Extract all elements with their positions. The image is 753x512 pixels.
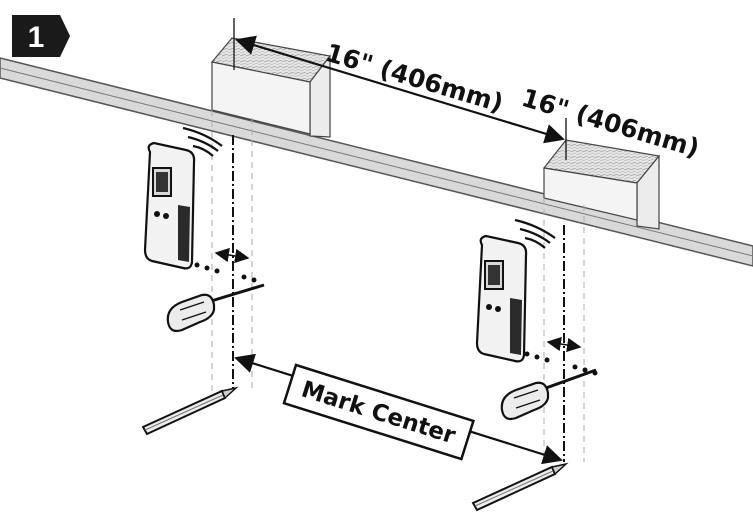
svg-text:16" (406mm): 16" (406mm): [322, 38, 506, 118]
spacing-label-a: 16" (406mm): [322, 38, 506, 118]
stud-finder-left: [143, 126, 223, 270]
edge-arrows-left: [194, 247, 257, 283]
pencil-left-icon: [141, 386, 239, 436]
pencil-right-icon: [471, 462, 569, 512]
top-plate: [0, 57, 753, 267]
screwdriver-left-icon: [166, 283, 265, 333]
step-number: 1: [28, 21, 45, 54]
edge-arrows-right: [524, 336, 598, 376]
stud-finder-right: [475, 218, 556, 363]
signal-waves-icon: [182, 126, 223, 157]
screwdriver-right-icon: [500, 368, 597, 421]
mark-center-box: Mark Center: [282, 363, 475, 461]
signal-waves-icon: [514, 218, 556, 249]
step-badge: 1: [12, 15, 70, 57]
stud-right: [542, 139, 661, 230]
spacing-dimension: [233, 18, 567, 160]
